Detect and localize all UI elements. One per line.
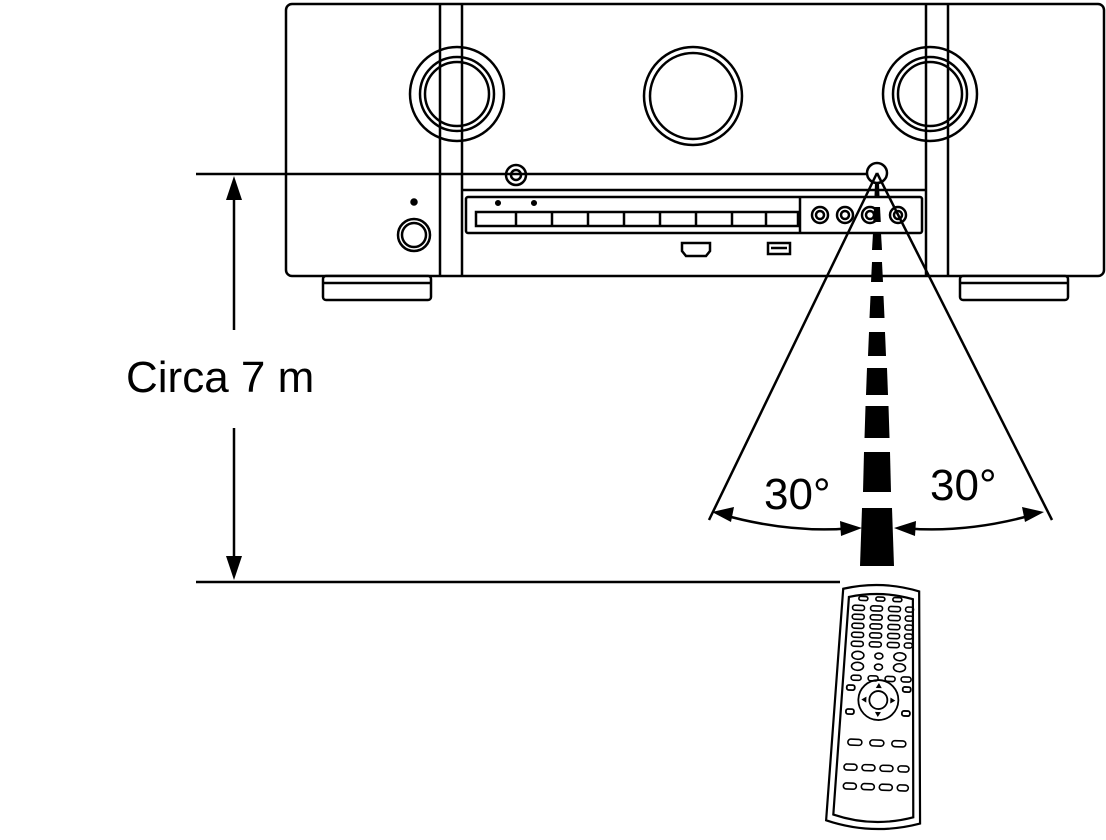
input-selector-knob xyxy=(408,45,506,143)
center-dial xyxy=(642,45,744,147)
arrow-right-icon xyxy=(840,521,862,536)
arrow-right-icon xyxy=(1022,507,1044,522)
angle-left-label: 30° xyxy=(764,470,831,519)
remote-lower-buttons xyxy=(842,738,910,792)
arrow-left-icon xyxy=(712,507,734,522)
power-button-icon xyxy=(396,198,432,253)
usb-port-icon xyxy=(766,241,792,256)
hdmi-port-icon xyxy=(680,241,712,258)
angle-arcs xyxy=(719,512,1037,531)
distance-dimension xyxy=(196,172,866,584)
arrow-down-icon xyxy=(226,556,242,580)
arrow-up-icon xyxy=(226,176,242,200)
remote-navigation-pad xyxy=(845,679,912,721)
remote-button-grid xyxy=(850,595,915,683)
angle-right-label: 30° xyxy=(930,461,997,510)
av-receiver xyxy=(284,2,1106,302)
angle-arrowheads xyxy=(712,507,1044,536)
receiver-foot-left xyxy=(321,274,433,302)
remote-control-icon xyxy=(824,583,922,831)
arrow-left-icon xyxy=(894,521,916,536)
ir-beam-center xyxy=(860,183,894,566)
volume-knob xyxy=(881,45,979,143)
ir-beam-cone xyxy=(707,172,1054,521)
receiver-foot-right xyxy=(958,274,1070,302)
distance-label: Circa 7 m xyxy=(126,353,314,402)
